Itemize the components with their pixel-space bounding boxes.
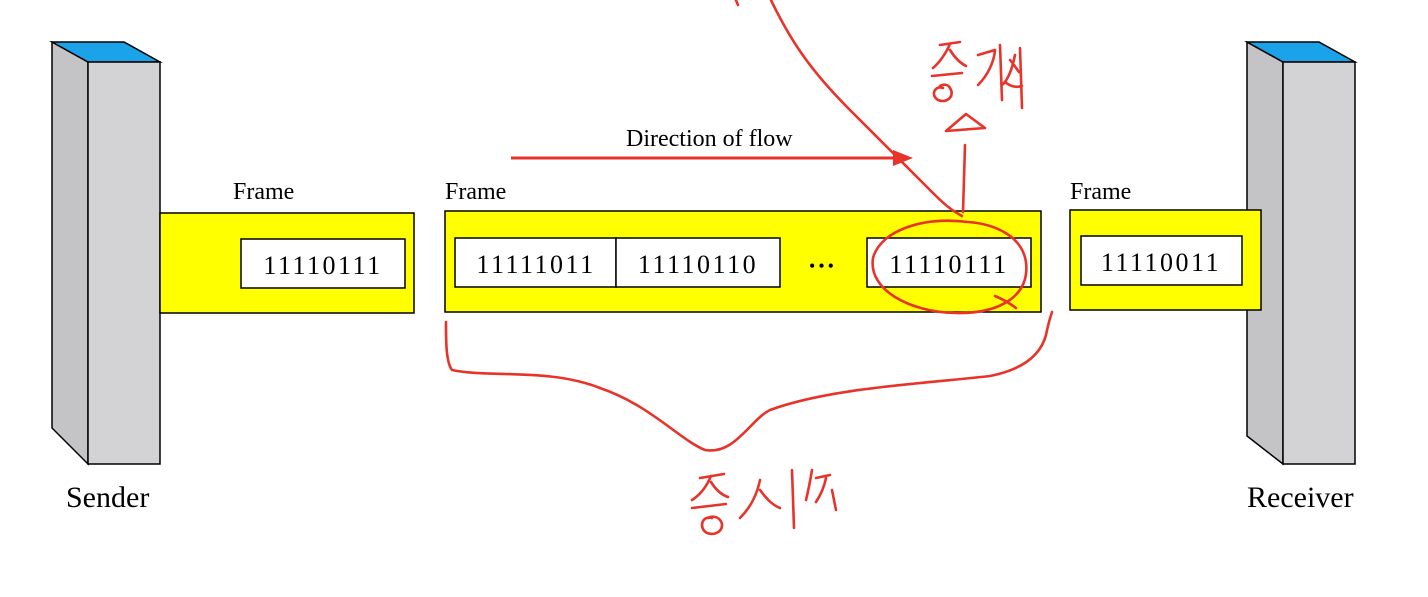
handwritten-circle-tail [993,294,1018,310]
handwritten-note-simultaneous [690,468,838,536]
transit-frame-3-bits: 11110111 [889,250,1008,279]
sender-frame-bits: 11110111 [263,251,382,280]
handwritten-note-sync [930,40,1024,110]
transit-frames: 11111011 11110110 11110111 ••• [444,210,1042,313]
transit-frame-2-bits: 11110110 [638,250,758,279]
frame-label-transit: Frame [445,179,506,205]
handwritten-up-arrow-head [944,112,987,133]
transit-frame-1-bits: 11111011 [476,250,595,279]
handwritten-brace [444,310,1054,452]
sender-device [49,40,163,466]
handwritten-circle [871,219,1028,315]
handwritten-annotations [444,0,1054,452]
direction-arrow [511,150,913,166]
handwritten-up-arrow-shaft [961,143,967,214]
sender-label: Sender [66,481,149,514]
handwritten-pointer-curve [734,0,964,218]
frame-label-sender: Frame [233,179,294,205]
receiver-device [1244,40,1358,466]
receiver-frame-bits: 11110011 [1101,248,1221,277]
direction-label: Direction of flow [626,126,793,152]
ellipsis: ••• [809,256,837,276]
frame-label-receiver: Frame [1070,179,1131,205]
sender-frame: 11110111 [159,212,415,314]
receiver-frame: 11110011 [1069,209,1262,311]
receiver-label: Receiver [1247,481,1354,514]
